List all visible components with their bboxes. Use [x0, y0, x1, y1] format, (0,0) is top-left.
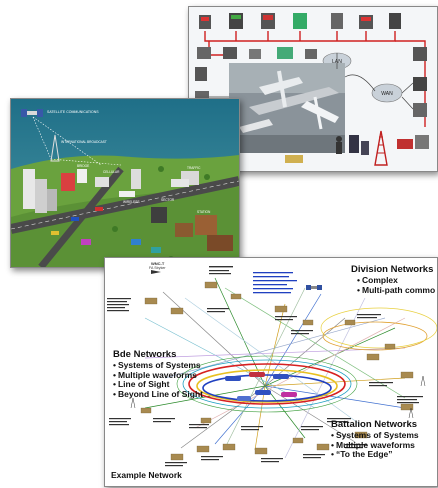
example-network-panel: WNC-T FA Stryker Division Networks Compl…	[104, 257, 438, 487]
division-bullet-2: Multi-path commo	[357, 285, 435, 296]
cellular-label: CELLULAR	[103, 170, 120, 174]
satellite-icon	[21, 109, 43, 117]
sector-label: SECTOR	[161, 198, 175, 202]
broadcast-label: INTERNATIONAL BROADCAST	[61, 140, 107, 144]
vehicles	[51, 179, 189, 253]
bde-bullet-3: Line of Sight	[113, 380, 203, 390]
bridge-label: BRIDGE	[77, 164, 89, 168]
wan-cloud: WAN	[371, 83, 403, 103]
battalion-networks-title: Battalion Networks	[331, 419, 418, 430]
server-row-top	[199, 13, 401, 29]
division-networks-block: Division Networks Complex Multi-path com…	[351, 264, 435, 296]
vehicle-nodes	[140, 281, 414, 461]
bde-bullet-1: Systems of Systems	[113, 360, 203, 371]
aircraft-icon	[151, 270, 161, 274]
satellite-label: SATELLITE COMMUNICATIONS	[47, 110, 99, 114]
example-network-label: Example Network	[111, 470, 182, 480]
division-networks-title: Division Networks	[351, 264, 434, 275]
battalion-bullet-2: Multiple waveforms	[331, 440, 419, 451]
wnc-node-label: WNC-T	[151, 261, 165, 266]
bde-networks-block: Bde Networks Systems of Systems Multiple…	[113, 349, 203, 400]
battalion-bullet-1: Systems of Systems	[331, 430, 419, 441]
bde-bullet-4: Beyond Line of Sight	[113, 389, 203, 400]
traffic-label: TRAFFIC	[187, 166, 201, 170]
battalion-networks-block: Battalion Networks Systems of Systems Mu…	[331, 419, 419, 460]
station-label: STATION	[197, 210, 211, 214]
bde-networks-title: Bde Networks	[113, 349, 177, 360]
satellite-icon	[306, 285, 322, 290]
battalion-bullet-3: “To the Edge”	[331, 450, 419, 460]
wireless-label: WIRELESS	[123, 200, 139, 204]
airport-photo	[229, 63, 345, 153]
node-label-blocks	[107, 266, 423, 467]
wan-label: WAN	[381, 91, 393, 97]
radio-tower	[374, 130, 388, 166]
bde-bullet-2: Multiple waveforms	[113, 370, 203, 381]
city-illustration: SATELLITE COMMUNICATIONS INTERNATIONAL B…	[11, 99, 239, 267]
city-communications-panel: SATELLITE COMMUNICATIONS INTERNATIONAL B…	[10, 98, 240, 268]
waveform-badges	[225, 372, 297, 401]
fa-node-label: FA Stryker	[149, 266, 166, 270]
division-bullet-1: Complex	[357, 275, 435, 286]
